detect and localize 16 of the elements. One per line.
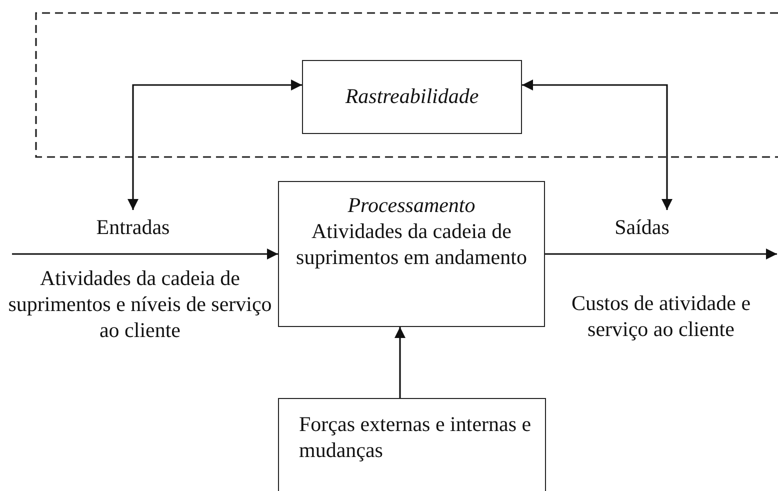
arrow [394, 327, 406, 398]
box-text: Forças externas e internas e mudanças [299, 411, 532, 463]
process-box [302, 60, 522, 134]
arrow [12, 248, 278, 260]
flow-description: Atividades da cadeia de suprimentos e níveis de serviço ao cliente [7, 265, 273, 343]
arrow [128, 80, 302, 210]
flow-label: Saídas [614, 214, 670, 240]
arrow [522, 80, 672, 210]
arrow [545, 248, 777, 260]
box-text: Atividades da cadeia de suprimentos em andamento [295, 218, 528, 270]
box-title: Processamento [346, 192, 476, 218]
process-box [278, 181, 545, 327]
box-title: Rastreabilidade [344, 83, 480, 109]
flow-description: Custos de atividade e serviço ao cliente [570, 290, 752, 342]
flow-label: Entradas [95, 214, 171, 240]
process-box [278, 398, 546, 491]
